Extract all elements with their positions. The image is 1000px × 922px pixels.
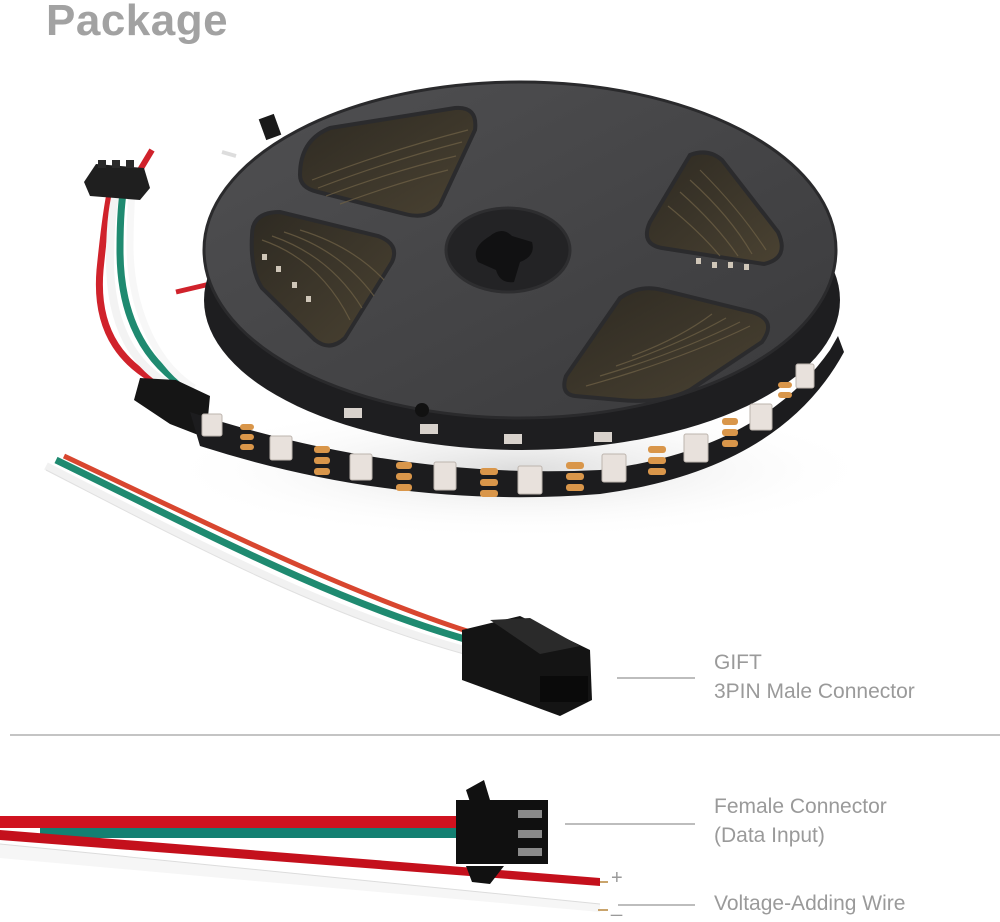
female-connector-cable xyxy=(0,780,608,912)
input-wire-bundle xyxy=(84,148,237,438)
female-connector-label: Female Connector xyxy=(714,795,887,818)
gift-label: GIFT xyxy=(714,651,762,674)
voltage-leader-line xyxy=(618,904,695,906)
strip-input-connector xyxy=(84,160,150,200)
gift-leader-line xyxy=(617,677,695,679)
female-leader-line xyxy=(565,823,695,825)
reel-window xyxy=(249,105,784,403)
male-connector-cable xyxy=(44,453,592,716)
female-callout: Female Connector (Data Input) xyxy=(714,792,887,850)
led-strip xyxy=(190,336,844,498)
gift-callout: GIFT 3PIN Male Connector xyxy=(714,648,915,706)
voltage-wire-label: Voltage-Adding Wire xyxy=(714,892,906,915)
plus-sign: + xyxy=(611,867,623,889)
data-input-label: (Data Input) xyxy=(714,824,825,847)
male-connector-label: 3PIN Male Connector xyxy=(714,680,915,703)
section-divider xyxy=(10,734,1000,736)
page-title: Package xyxy=(46,0,229,45)
female-connector xyxy=(456,780,548,884)
minus-sign: _ xyxy=(611,895,623,917)
male-connector xyxy=(462,616,592,716)
led-strip-reel xyxy=(202,80,840,450)
